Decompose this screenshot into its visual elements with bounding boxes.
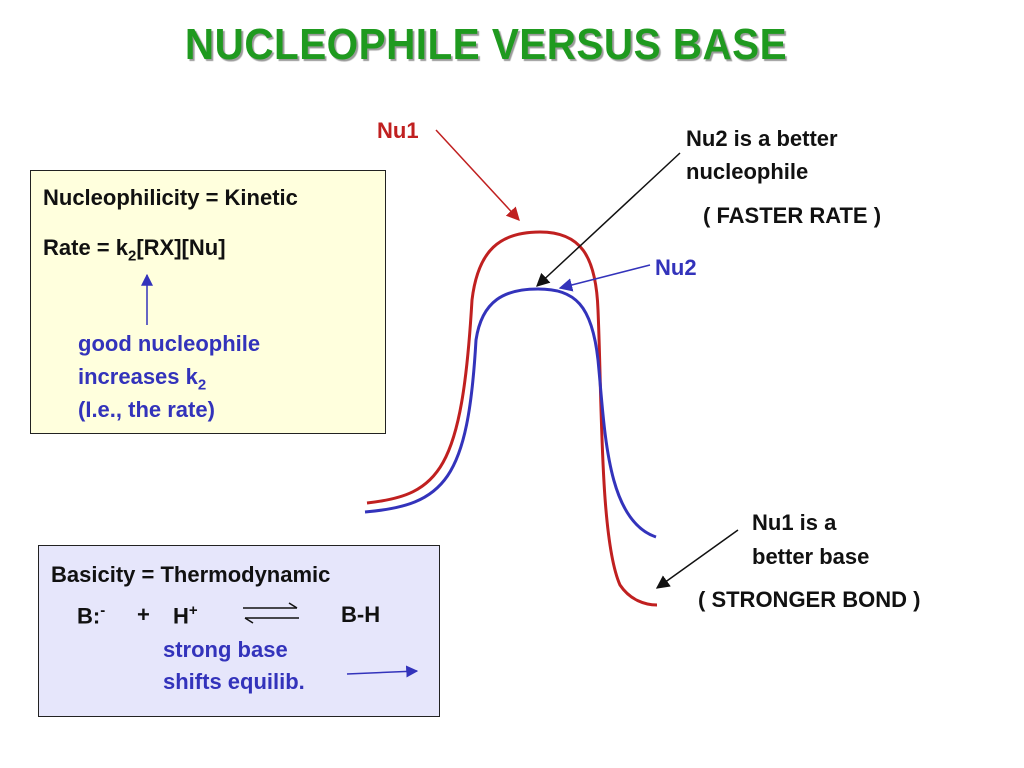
rate-subscript: 2 [128,247,137,265]
kinetic-heading: Nucleophilicity = Kinetic [43,185,298,210]
proton-charge: + [188,602,198,619]
rate-prefix: Rate = k [43,235,128,260]
base-text: B: [77,603,101,629]
nu2-curve [364,287,657,539]
shift-right-arrow [346,665,419,678]
base-species: B:- [77,602,105,630]
kinetic-note-line2-sub: 2 [197,376,207,394]
nu1-base-line2: better base [752,544,870,569]
kinetic-note-line2: increases k2 [78,364,206,394]
kinetic-box: Nucleophilicity = Kinetic Rate = k2[RX][… [30,170,386,434]
product-species: B-H [341,602,381,627]
nu1-label: Nu1 [377,118,419,143]
kinetic-note-line2-text: increases k [78,364,198,389]
kinetic-note-line3: (I.e., the rate) [78,397,215,422]
better-nucleophile-arrow [536,152,681,287]
nu1-base-line1: Nu1 is a [752,510,837,535]
nu1-curve [366,230,658,607]
proton-species: H+ [173,602,198,630]
k2-up-arrow [141,273,153,325]
nu2-label: Nu2 [655,255,697,280]
nu2-better-line2: nucleophile [686,159,809,184]
thermo-note-line2: shifts equilib. [163,669,305,694]
nu1-label-arrow [435,129,520,221]
better-base-arrow [655,529,739,589]
proton-text: H [173,603,189,629]
rate-equation: Rate = k2[RX][Nu] [43,235,226,265]
nu2-better-line1: Nu2 is a better [686,126,838,151]
faster-rate-label: ( FASTER RATE ) [703,203,882,228]
kinetic-note-line1: good nucleophile [78,331,261,356]
nu2-label-arrow [558,264,651,292]
page-title: NUCLEOPHILE VERSUS BASE [184,20,788,69]
plus-sign: + [137,602,150,627]
thermo-box: Basicity = Thermodynamic B:- + H+ B-H st… [38,545,440,717]
base-charge: - [100,602,106,619]
equilibrium-arrows-icon [243,602,299,624]
thermo-heading: Basicity = Thermodynamic [51,562,331,587]
stronger-bond-label: ( STRONGER BOND ) [698,587,921,612]
rate-suffix: [RX][Nu] [136,235,226,260]
thermo-note-line1: strong base [163,637,288,662]
